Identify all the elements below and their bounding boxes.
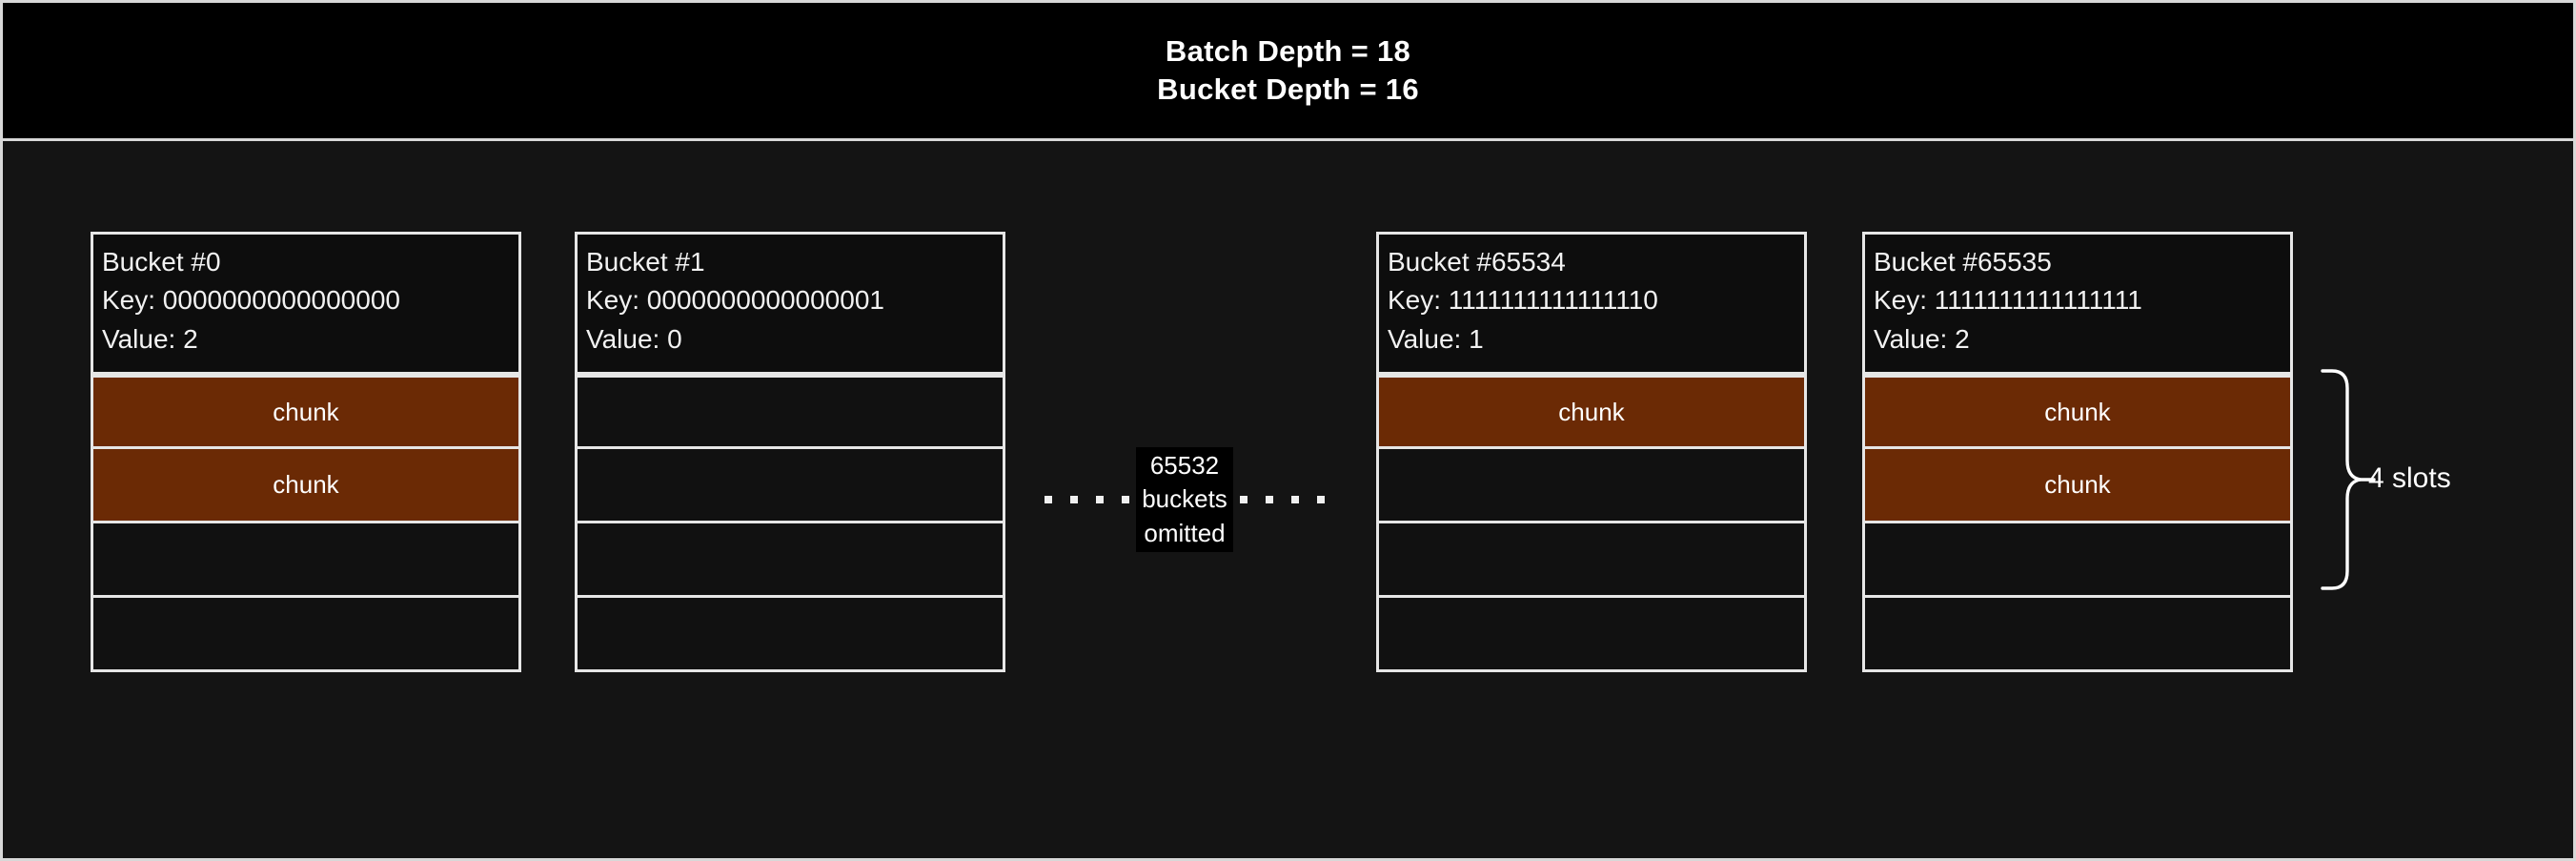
slot-label: chunk <box>273 397 339 426</box>
slot-empty <box>91 598 521 672</box>
bucket-depth-label: Bucket Depth = 16 <box>1157 72 1419 106</box>
dot <box>1239 496 1247 503</box>
bucket-header-1: Bucket #1 Key: 0000000000000001 Value: 0 <box>575 232 1005 375</box>
omitted-count: 65532 <box>1149 450 1220 480</box>
dot <box>1265 496 1273 503</box>
bucket-key: Key: 1111111111111111 <box>1874 285 2142 316</box>
slot-empty <box>1376 598 1807 672</box>
bucket-slots-0: chunk chunk <box>91 375 521 672</box>
omitted-state: omitted <box>1144 518 1226 547</box>
bucket-key: Key: 0000000000000001 <box>586 285 884 316</box>
bucket-header-65534: Bucket #65534 Key: 1111111111111110 Valu… <box>1376 232 1807 375</box>
bucket-slots-1 <box>575 375 1005 672</box>
slot-empty <box>575 523 1005 598</box>
slot-empty <box>575 449 1005 523</box>
curly-brace-icon <box>2321 369 2376 590</box>
slot-empty <box>1862 523 2293 598</box>
slots-annotation: 4 slots <box>2319 367 2547 596</box>
slot-chunk: chunk <box>91 449 521 523</box>
bucket-slots-65535: chunk chunk <box>1862 375 2293 672</box>
slot-empty <box>1862 598 2293 672</box>
slot-chunk: chunk <box>91 375 521 449</box>
bucket-title: Bucket #1 <box>586 247 705 277</box>
slot-empty <box>575 598 1005 672</box>
dot <box>1316 496 1325 503</box>
slot-label: chunk <box>1558 397 1625 426</box>
bucket-key: Key: 0000000000000000 <box>102 285 400 316</box>
bucket-title: Bucket #0 <box>102 247 221 277</box>
slot-chunk: chunk <box>1862 375 2293 449</box>
slot-empty <box>1376 523 1807 598</box>
dot <box>1290 496 1299 503</box>
bucket-column-1: Bucket #1 Key: 0000000000000001 Value: 0 <box>575 232 1005 672</box>
slot-empty <box>575 375 1005 449</box>
slot-empty <box>1376 449 1807 523</box>
header-band: Batch Depth = 18 Bucket Depth = 16 <box>3 3 2573 141</box>
diagram-canvas: Bucket #0 Key: 0000000000000000 Value: 2… <box>3 144 2573 858</box>
bucket-key: Key: 1111111111111110 <box>1388 285 1658 316</box>
slot-empty <box>91 523 521 598</box>
slot-chunk: chunk <box>1376 375 1807 449</box>
slots-count-label: 4 slots <box>2368 462 2451 494</box>
bucket-column-65534: Bucket #65534 Key: 1111111111111110 Valu… <box>1376 232 1807 672</box>
dots-right <box>1239 496 1325 503</box>
bucket-column-65535: Bucket #65535 Key: 1111111111111111 Valu… <box>1862 232 2293 672</box>
omitted-buckets-text: 65532 buckets omitted <box>1136 446 1233 553</box>
bucket-slots-65534: chunk <box>1376 375 1807 672</box>
bucket-value: Value: 0 <box>586 323 682 354</box>
omitted-buckets-marker: 65532 buckets omitted <box>1037 446 1332 553</box>
bucket-value: Value: 2 <box>102 323 198 354</box>
dot <box>1070 496 1079 503</box>
dot <box>1096 496 1105 503</box>
dot <box>1045 496 1053 503</box>
slot-label: chunk <box>2044 397 2111 426</box>
bucket-value: Value: 2 <box>1874 323 1970 354</box>
bucket-title: Bucket #65535 <box>1874 247 2052 277</box>
bucket-title: Bucket #65534 <box>1388 247 1566 277</box>
slot-label: chunk <box>2044 470 2111 499</box>
dots-left <box>1045 496 1130 503</box>
bucket-value: Value: 1 <box>1388 323 1484 354</box>
batch-depth-label: Batch Depth = 18 <box>1165 34 1411 69</box>
omitted-word: buckets <box>1142 484 1227 514</box>
slot-chunk: chunk <box>1862 449 2293 523</box>
slot-label: chunk <box>273 470 339 499</box>
bucket-column-0: Bucket #0 Key: 0000000000000000 Value: 2… <box>91 232 521 672</box>
bucket-header-65535: Bucket #65535 Key: 1111111111111111 Valu… <box>1862 232 2293 375</box>
dot <box>1122 496 1130 503</box>
bucket-header-0: Bucket #0 Key: 0000000000000000 Value: 2 <box>91 232 521 375</box>
